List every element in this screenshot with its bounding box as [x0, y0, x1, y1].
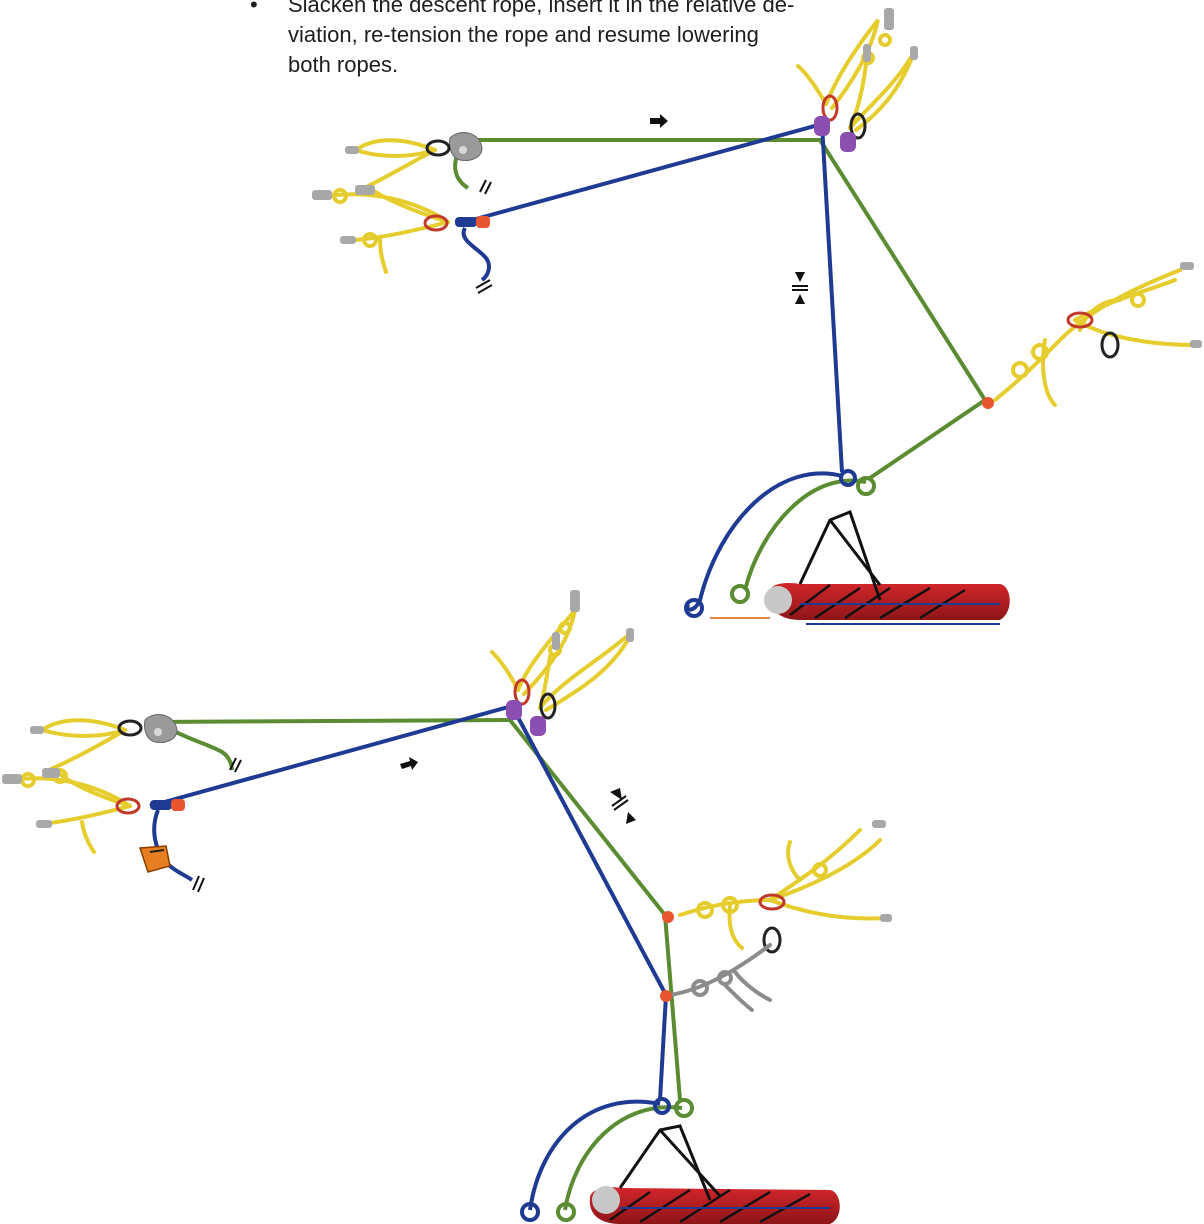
carabiner-black-bottom-right	[539, 692, 557, 720]
knot-blue-stretcher-bottom	[520, 1202, 540, 1222]
direction-arrow-icon	[400, 757, 418, 770]
left-anchor-slings	[326, 138, 450, 274]
left-anchor-bolts-bottom	[2, 726, 60, 828]
pulley-purple-top-2	[840, 132, 856, 152]
left-anchor-bolts	[312, 146, 375, 244]
knot-blue-bottom	[653, 1097, 671, 1115]
top-right-anchor-bolts	[863, 8, 918, 62]
descent-rope-top	[464, 121, 844, 473]
descent-rope-bottom	[149, 703, 669, 1101]
instruction-line-2: viation, re-tension the rope and resume …	[288, 22, 759, 47]
carabiner-red-right-bottom	[758, 893, 786, 911]
carabiner-black-top-right	[849, 112, 867, 140]
tension-arrows-icon	[610, 788, 636, 824]
carabiner-red-right-top	[1066, 311, 1094, 329]
knot-green-bottom	[674, 1098, 694, 1118]
brake-device-bottom	[144, 714, 178, 743]
top-right-anchor-slings-bottom	[490, 608, 634, 712]
connector-orange-bottom-2	[660, 990, 672, 1002]
carabiner-red-top-left	[423, 214, 449, 232]
carabiner-red-bottom-left	[115, 797, 141, 815]
left-anchor-slings-bottom	[12, 718, 132, 854]
descent-rope-tail-top	[461, 226, 491, 282]
carabiner-black-bottom-left	[117, 719, 143, 737]
stretcher-top	[764, 510, 1010, 625]
lowering-rope-top	[455, 138, 988, 480]
cut-rope-icon	[475, 279, 493, 294]
tension-arrows-icon	[792, 272, 808, 304]
connector-orange-top	[982, 397, 994, 409]
right-anchor-bolts-bottom	[872, 820, 892, 922]
direction-arrow-icon	[650, 114, 668, 128]
top-right-anchor-bolts-bottom	[552, 590, 634, 650]
knot-green-top	[856, 476, 876, 496]
brake-device-top	[449, 132, 483, 161]
carabiner-black-right-bottom	[762, 926, 782, 954]
right-anchor-slings-top	[993, 268, 1197, 407]
knot-blue-stretcher-top	[684, 598, 704, 618]
carabiner-black-right-top	[1100, 331, 1120, 359]
cut-rope-icon	[229, 757, 242, 773]
carabiner-red-top-right	[821, 94, 839, 122]
knot-green-stretcher-top	[730, 584, 750, 604]
rope-grab-handle	[138, 845, 171, 873]
pulley-purple-bottom-1	[506, 700, 522, 720]
right-anchor-slings-bottom	[678, 828, 887, 950]
bottom-diagram	[2, 590, 892, 1224]
carabiner-red-bottom-right	[513, 678, 531, 706]
instruction-bullet: •	[250, 0, 258, 17]
descent-rope-loop-bottom	[528, 1099, 661, 1211]
pulley-purple-bottom-2	[530, 716, 546, 736]
carabiner-black-top-left	[425, 139, 451, 157]
instruction-line-3: both ropes.	[288, 52, 399, 77]
top-diagram	[312, 8, 1202, 625]
lowering-rope-loop-bottom	[563, 1105, 683, 1211]
descent-device-top	[455, 216, 490, 228]
knot-green-stretcher-bottom	[556, 1202, 576, 1222]
lowering-rope-loop-top	[743, 478, 867, 591]
descent-rope-loop-top	[685, 471, 843, 612]
lowering-rope-bottom	[149, 717, 682, 1101]
stretcher-bottom	[589, 1124, 840, 1224]
right-anchor-bolts-top	[1180, 262, 1202, 348]
descent-device-bottom	[150, 799, 185, 811]
instruction-line-1: Slacken the descent rope, insert it in t…	[288, 0, 795, 17]
connector-orange-bottom-1	[662, 911, 674, 923]
pulley-purple-top-1	[814, 116, 830, 136]
knot-blue-top	[839, 469, 857, 487]
lowering-rope-tail-bottom	[167, 726, 234, 771]
cut-rope-icon	[192, 875, 205, 893]
deviation-sling	[668, 943, 772, 1012]
cut-rope-icon	[479, 179, 492, 195]
instruction-text: • Slacken the descent rope, insert it in…	[250, 0, 870, 80]
